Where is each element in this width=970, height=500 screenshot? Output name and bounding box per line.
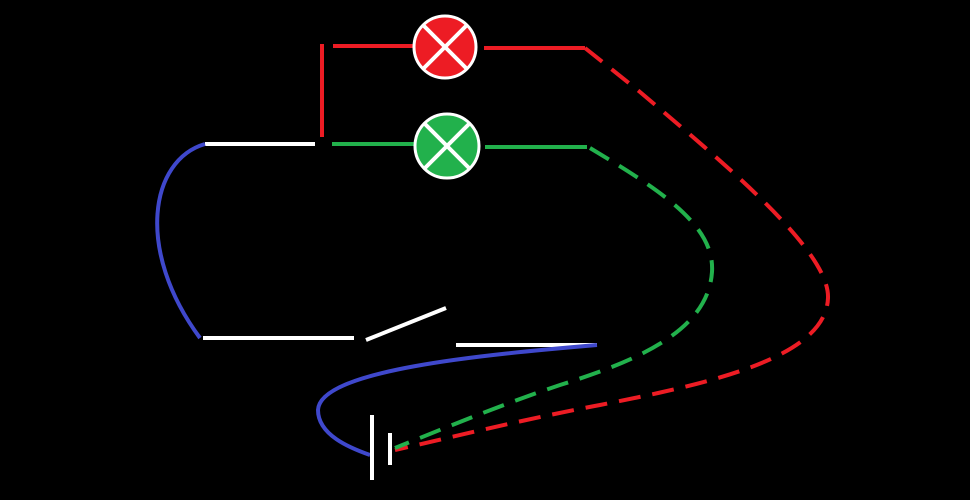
white-wires	[203, 142, 597, 347]
green-lamp-icon	[413, 112, 481, 180]
blue-wire-left-arc	[155, 142, 206, 340]
red-wire-dashed-return	[394, 46, 831, 452]
blue-wires	[155, 142, 598, 457]
battery	[370, 415, 392, 480]
red-lamp-branch	[320, 44, 831, 452]
green-wire-dashed-return	[394, 146, 715, 450]
blue-wire-battery	[315, 343, 598, 457]
switch-lever[interactable]	[365, 306, 447, 342]
red-lamp-icon	[412, 14, 478, 80]
green-lamp-branch	[332, 142, 715, 450]
